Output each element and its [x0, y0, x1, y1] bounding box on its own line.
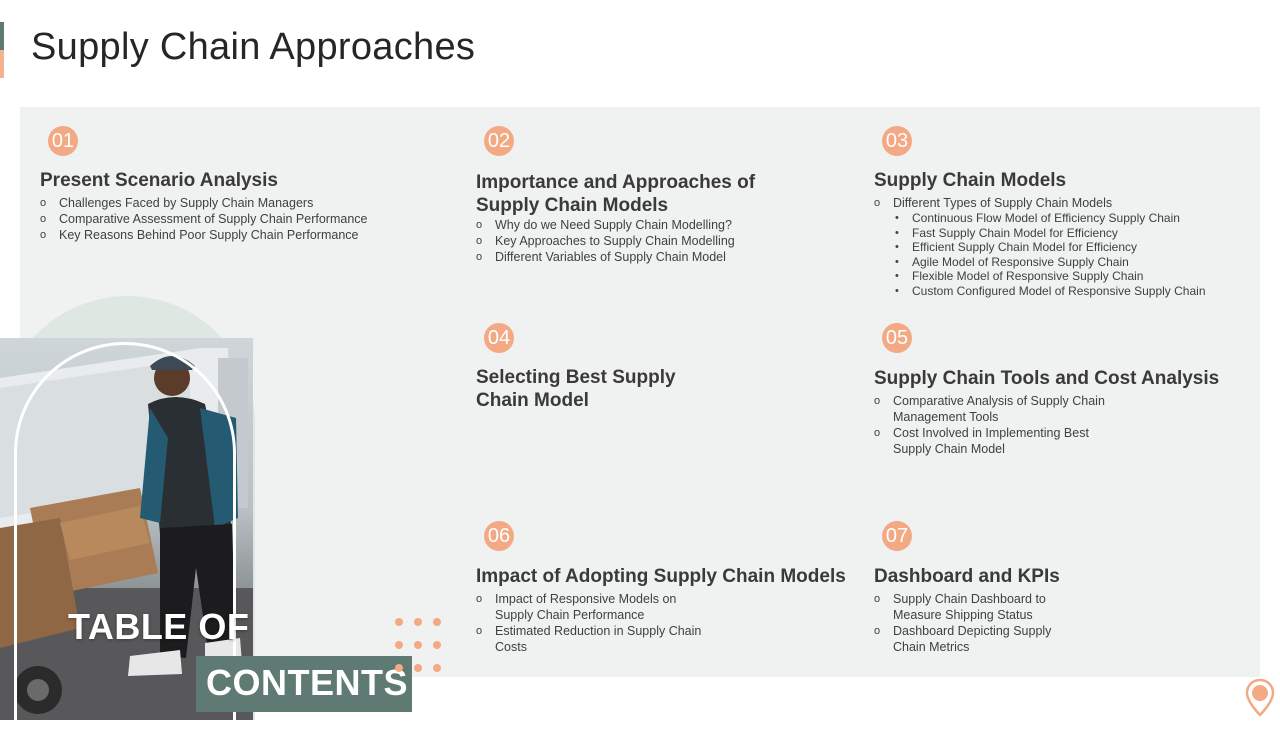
- section-number-badge: 07: [882, 521, 912, 551]
- section-number-badge: 02: [484, 126, 514, 156]
- section-number-badge: 01: [48, 126, 78, 156]
- section-number-badge: 04: [484, 323, 514, 353]
- bullet-item: Different Variables of Supply Chain Mode…: [476, 249, 806, 265]
- sub-bullet-item: Flexible Model of Responsive Supply Chai…: [893, 269, 1244, 284]
- bullet-item: Supply Chain Dashboard to Measure Shippi…: [874, 591, 1074, 623]
- bullet-item: Comparative Assessment of Supply Chain P…: [40, 211, 440, 227]
- toc-title-line1: TABLE OF: [68, 606, 250, 647]
- section-heading: Selecting Best Supply Chain Model: [476, 367, 676, 411]
- title-accent-bar-top: [0, 22, 4, 50]
- section-heading: Impact of Adopting Supply Chain Models: [476, 566, 846, 587]
- section-heading: Supply Chain Tools and Cost Analysis: [874, 368, 1220, 389]
- section-bullets: Supply Chain Dashboard to Measure Shippi…: [874, 591, 1074, 655]
- bullet-item: Dashboard Depicting Supply Chain Metrics: [874, 623, 1074, 655]
- bullet-item: Key Approaches to Supply Chain Modelling: [476, 233, 806, 249]
- sub-bullet-item: Continuous Flow Model of Efficiency Supp…: [893, 211, 1244, 226]
- section-bullets: Why do we Need Supply Chain Modelling? K…: [476, 217, 806, 265]
- bullet-item: Cost Involved in Implementing Best Suppl…: [874, 425, 1114, 457]
- photo-arch-outline: [14, 342, 236, 742]
- section-number-badge: 06: [484, 521, 514, 551]
- bullet-item: Challenges Faced by Supply Chain Manager…: [40, 195, 440, 211]
- sub-bullet-item: Custom Configured Model of Responsive Su…: [893, 284, 1244, 299]
- title-accent-bar-bottom: [0, 50, 4, 78]
- bullet-item: Estimated Reduction in Supply Chain Cost…: [476, 623, 706, 655]
- section-heading: Importance and Approaches of Supply Chai…: [476, 172, 756, 216]
- bullet-item: Why do we Need Supply Chain Modelling?: [476, 217, 806, 233]
- sub-bullet-item: Agile Model of Responsive Supply Chain: [893, 255, 1244, 270]
- section-heading: Present Scenario Analysis: [40, 170, 278, 191]
- bullet-text: Different Types of Supply Chain Models: [893, 196, 1113, 210]
- section-bullets: Comparative Analysis of Supply Chain Man…: [874, 393, 1114, 457]
- toc-title-line2: CONTENTS: [206, 662, 408, 703]
- section-bullets: Different Types of Supply Chain Models C…: [874, 195, 1244, 298]
- section-bullets: Impact of Responsive Models on Supply Ch…: [476, 591, 706, 655]
- sub-bullet-list: Continuous Flow Model of Efficiency Supp…: [893, 211, 1244, 298]
- bullet-item: Comparative Analysis of Supply Chain Man…: [874, 393, 1114, 425]
- sub-bullet-item: Fast Supply Chain Model for Efficiency: [893, 226, 1244, 241]
- toc-title-box: [196, 656, 412, 712]
- bullet-item: Different Types of Supply Chain Models C…: [874, 195, 1244, 298]
- section-number-badge: 03: [882, 126, 912, 156]
- section-heading: Dashboard and KPIs: [874, 566, 1060, 587]
- page-title: Supply Chain Approaches: [31, 26, 476, 68]
- bullet-item: Impact of Responsive Models on Supply Ch…: [476, 591, 706, 623]
- sub-bullet-item: Efficient Supply Chain Model for Efficie…: [893, 240, 1244, 255]
- decorative-dots: [395, 618, 441, 672]
- location-pin-icon: [1245, 678, 1275, 717]
- section-number-badge: 05: [882, 323, 912, 353]
- section-bullets: Challenges Faced by Supply Chain Manager…: [40, 195, 440, 243]
- section-heading: Supply Chain Models: [874, 170, 1067, 191]
- bullet-item: Key Reasons Behind Poor Supply Chain Per…: [40, 227, 440, 243]
